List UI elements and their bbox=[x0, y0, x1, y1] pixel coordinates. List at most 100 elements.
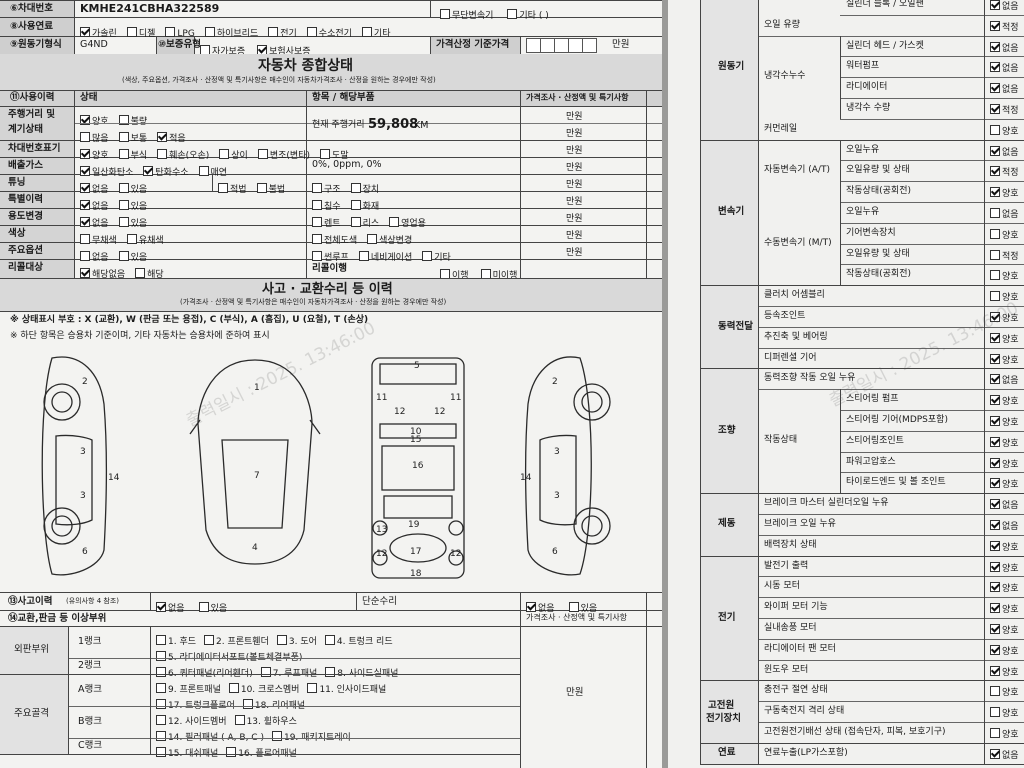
checkbox-option[interactable]: 디젤 bbox=[126, 27, 155, 39]
checkbox-icon[interactable] bbox=[990, 228, 1000, 239]
check-result[interactable]: 적정 bbox=[990, 104, 1019, 116]
checkbox-icon[interactable] bbox=[198, 602, 209, 612]
checkbox-icon[interactable] bbox=[80, 115, 90, 125]
checkbox-icon[interactable] bbox=[268, 27, 279, 37]
checkbox-icon[interactable] bbox=[990, 374, 1000, 385]
checkbox-icon[interactable] bbox=[80, 234, 90, 244]
checkbox-icon[interactable] bbox=[990, 582, 1000, 593]
checkbox-option[interactable]: 기타 bbox=[422, 251, 451, 263]
checkbox-option[interactable]: 썬루프 bbox=[312, 251, 349, 263]
checkbox-icon[interactable] bbox=[118, 115, 129, 125]
checkbox-icon[interactable] bbox=[80, 200, 90, 210]
checkbox-option[interactable]: 없음 bbox=[80, 251, 109, 263]
checkbox-option[interactable]: 가솔린 bbox=[80, 27, 117, 39]
checkbox-icon[interactable] bbox=[80, 149, 90, 159]
checkbox-option[interactable]: 없음 bbox=[80, 183, 109, 195]
checkbox-icon[interactable] bbox=[306, 27, 317, 37]
checkbox-icon[interactable] bbox=[80, 251, 90, 261]
checkbox-icon[interactable] bbox=[358, 251, 369, 261]
check-result[interactable]: 양호 bbox=[990, 686, 1019, 698]
checkbox-option[interactable]: 3. 도어 bbox=[276, 635, 317, 647]
checkbox-icon[interactable] bbox=[156, 667, 166, 677]
checkbox-option[interactable]: 색상변경 bbox=[367, 234, 412, 246]
checkbox-icon[interactable] bbox=[389, 217, 400, 227]
check-result[interactable]: 없음 bbox=[990, 208, 1019, 220]
checkbox-icon[interactable] bbox=[157, 149, 168, 159]
check-result[interactable]: 양호 bbox=[990, 312, 1019, 324]
checkbox-icon[interactable] bbox=[990, 395, 1000, 406]
check-result[interactable]: 없음 bbox=[990, 62, 1019, 74]
checkbox-option[interactable]: 불법 bbox=[256, 183, 285, 195]
checkbox-option[interactable]: 9. 프론트패널 bbox=[156, 683, 221, 695]
checkbox-icon[interactable] bbox=[219, 149, 230, 159]
check-result[interactable]: 양호 bbox=[990, 270, 1019, 282]
checkbox-option[interactable]: 하이브리드 bbox=[204, 27, 258, 39]
checkbox-icon[interactable] bbox=[990, 312, 1000, 322]
checkbox-option[interactable]: 장치 bbox=[350, 183, 379, 195]
checkbox-option[interactable]: 있음 bbox=[118, 251, 147, 263]
checkbox-icon[interactable] bbox=[990, 145, 1000, 156]
checkbox-icon[interactable] bbox=[156, 635, 166, 645]
check-result[interactable]: 양호 bbox=[990, 603, 1019, 615]
checkbox-option[interactable]: 4. 트렁크 리드 bbox=[324, 635, 393, 647]
checkbox-option[interactable]: 없음 bbox=[80, 200, 109, 212]
checkbox-option[interactable]: 해당 bbox=[135, 268, 164, 280]
checkbox-icon[interactable] bbox=[990, 561, 1000, 572]
checkbox-option[interactable]: 해당없음 bbox=[80, 268, 125, 280]
checkbox-icon[interactable] bbox=[118, 200, 129, 210]
checkbox-icon[interactable] bbox=[440, 9, 450, 19]
check-result[interactable]: 없음 bbox=[990, 748, 1019, 761]
check-result[interactable]: 없음 bbox=[990, 520, 1019, 532]
check-result[interactable]: 양호 bbox=[990, 478, 1019, 490]
checkbox-icon[interactable] bbox=[312, 251, 322, 261]
checkbox-icon[interactable] bbox=[118, 183, 129, 193]
checkbox-icon[interactable] bbox=[242, 699, 253, 709]
checkbox-icon[interactable] bbox=[118, 217, 129, 227]
checkbox-icon[interactable] bbox=[156, 602, 166, 612]
checkbox-icon[interactable] bbox=[156, 651, 166, 661]
checkbox-icon[interactable] bbox=[990, 62, 1000, 73]
checkbox-icon[interactable] bbox=[990, 499, 1000, 510]
checkbox-icon[interactable] bbox=[990, 187, 1000, 198]
checkbox-icon[interactable] bbox=[143, 166, 154, 176]
checkbox-icon[interactable] bbox=[156, 699, 166, 709]
checkbox-icon[interactable] bbox=[350, 183, 361, 193]
check-result[interactable]: 양호 bbox=[990, 353, 1019, 366]
checkbox-icon[interactable] bbox=[276, 635, 287, 645]
checkbox-icon[interactable] bbox=[990, 748, 1000, 759]
checkbox-icon[interactable] bbox=[990, 249, 1000, 260]
checkbox-icon[interactable] bbox=[260, 667, 271, 677]
checkbox-icon[interactable] bbox=[990, 644, 1000, 655]
checkbox-option[interactable]: 무단변속기 bbox=[440, 9, 493, 21]
check-result[interactable]: 없음 bbox=[990, 0, 1019, 12]
checkbox-option[interactable]: 13. 휠하우스 bbox=[234, 715, 297, 727]
checkbox-option[interactable]: 있음 bbox=[118, 183, 147, 195]
checkbox-option[interactable]: 기타 ( ) bbox=[507, 9, 549, 21]
checkbox-icon[interactable] bbox=[80, 132, 90, 142]
checkbox-icon[interactable] bbox=[325, 667, 336, 677]
checkbox-option[interactable]: 1. 후드 bbox=[156, 635, 196, 647]
checkbox-icon[interactable] bbox=[80, 166, 90, 176]
checkbox-option[interactable]: 있음 bbox=[198, 602, 227, 614]
checkbox-icon[interactable] bbox=[118, 251, 129, 261]
checkbox-icon[interactable] bbox=[156, 715, 166, 725]
checkbox-icon[interactable] bbox=[990, 0, 1000, 10]
checkbox-icon[interactable] bbox=[135, 268, 146, 278]
checkbox-icon[interactable] bbox=[990, 540, 1000, 551]
check-result[interactable]: 양호 bbox=[990, 561, 1019, 574]
checkbox-icon[interactable] bbox=[990, 707, 1000, 718]
checkbox-icon[interactable] bbox=[165, 27, 176, 37]
checkbox-icon[interactable] bbox=[990, 478, 1000, 489]
checkbox-icon[interactable] bbox=[312, 217, 322, 227]
checkbox-option[interactable]: 훼손(오손) bbox=[157, 149, 209, 161]
checkbox-icon[interactable] bbox=[990, 728, 1000, 738]
checkbox-option[interactable]: 무채색 bbox=[80, 234, 117, 246]
check-result[interactable]: 양호 bbox=[990, 187, 1019, 199]
checkbox-option[interactable]: 부식 bbox=[118, 149, 147, 161]
checkbox-option[interactable]: 탄화수소 bbox=[143, 166, 189, 178]
checkbox-icon[interactable] bbox=[990, 332, 1000, 343]
checkbox-option[interactable]: 유채색 bbox=[126, 234, 164, 246]
check-result[interactable]: 양호 bbox=[990, 624, 1019, 636]
checkbox-icon[interactable] bbox=[118, 149, 129, 159]
checkbox-icon[interactable] bbox=[990, 166, 1000, 177]
